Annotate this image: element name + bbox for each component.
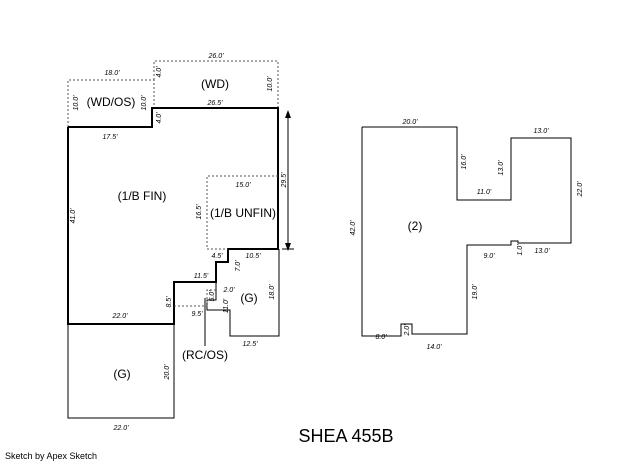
- wd-outline: [153, 60, 279, 108]
- sketch-title: SHEA 455B: [298, 426, 393, 446]
- dimension-label: 8.0': [375, 334, 387, 341]
- area-label-garage-small: (G): [240, 291, 257, 305]
- dimension-label: 18.0': [105, 70, 121, 77]
- area-label-garage-large: (G): [113, 367, 130, 381]
- dimension-label: 12.5': [243, 341, 259, 348]
- area-label-rc-os: (RC/OS): [182, 348, 228, 362]
- dimension-label: 17.5': [103, 134, 119, 141]
- dimension-label: 16.0': [461, 154, 468, 170]
- dimension-label: 41.0': [70, 208, 77, 224]
- dimension-label: 9.0': [483, 253, 495, 260]
- garage-small-outline: [206, 249, 280, 337]
- dimension-label: 10.0': [73, 95, 80, 111]
- second-floor-outline: [361, 126, 572, 337]
- dimension-label: 16.5': [196, 204, 203, 220]
- dimension-label: 4.5': [211, 253, 223, 260]
- dimension-label: 26.5': [207, 100, 224, 107]
- credit-text: Sketch by Apex Sketch: [5, 451, 97, 461]
- dimension-label: 13.0': [535, 248, 551, 255]
- dimension-label: 42.0': [350, 220, 357, 236]
- dimension-label: 11.0': [477, 189, 492, 196]
- garage-large-outline: [67, 324, 175, 419]
- dimension-label: 13.0': [498, 160, 505, 176]
- area-label-wd: (WD): [201, 77, 229, 91]
- dimension-label: 22.0': [112, 313, 129, 320]
- dimension-label: 11.0': [223, 298, 230, 313]
- area-label-one-b-unfin: (1/B UNFIN): [210, 206, 276, 220]
- arrow-down-icon: [285, 243, 291, 251]
- rc-os-outline: [174, 289, 216, 307]
- dimension-label: 20.0': [164, 364, 171, 381]
- area-label-one-b-fin: (1/B FIN): [118, 189, 167, 203]
- dimension-label: 10.5': [246, 253, 262, 260]
- dimension-label: 20.0': [402, 119, 419, 126]
- dimension-label: 1.0': [517, 244, 524, 256]
- dimension-label: 10.0': [267, 76, 274, 92]
- dimension-label: 18.0': [269, 284, 276, 300]
- dimension-label: 4.0': [156, 112, 163, 124]
- dimension-label: 2.0': [222, 287, 235, 294]
- area-label-wd-os: (WD/OS): [87, 95, 136, 109]
- dimension-label: 10.0': [141, 95, 148, 111]
- dimension-label: 15.0': [236, 182, 252, 189]
- dimension-label: 8.5': [166, 296, 173, 308]
- dimension-label: 26.0': [208, 53, 225, 60]
- dimension-label: 19.0': [472, 284, 479, 300]
- dimension-label: 22.0': [577, 181, 584, 198]
- dimension-label: 5.0': [209, 290, 216, 302]
- dimension-label: 29.5': [281, 172, 288, 189]
- dimension-label: 7.0': [235, 260, 242, 272]
- dimension-label: 9.5': [191, 311, 203, 318]
- dimension-label: 22.0': [113, 425, 130, 432]
- dimension-label: 4.0': [156, 66, 163, 78]
- dimension-label: 13.0': [534, 128, 550, 135]
- dimension-label: 2.0': [404, 324, 411, 337]
- dimension-label: 11.5': [194, 273, 209, 280]
- area-label-second-floor: (2): [408, 219, 423, 233]
- arrow-up-icon: [285, 110, 291, 118]
- wd-os-outline: [67, 79, 155, 127]
- dimension-label: 14.0': [427, 344, 443, 351]
